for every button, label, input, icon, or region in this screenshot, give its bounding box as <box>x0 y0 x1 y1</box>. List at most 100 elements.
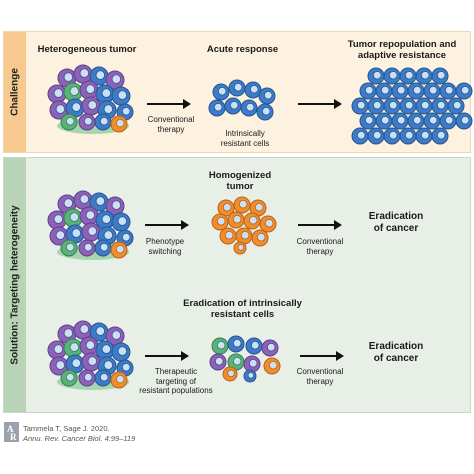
cell <box>423 82 441 100</box>
cell <box>110 371 128 389</box>
cell <box>89 192 109 212</box>
cell <box>110 241 128 259</box>
credit-journal: Annu. Rev. Cancer Biol. 4:99–119 <box>23 434 136 443</box>
homogenized-tumor-cluster <box>211 196 277 255</box>
cell <box>105 196 125 216</box>
cell <box>65 354 85 374</box>
eradication-resistant-label: Eradication of intrinsically resistant c… <box>183 298 302 320</box>
cell <box>391 82 409 100</box>
cell <box>211 337 229 355</box>
eradication-label-1: Eradication of cancer <box>368 211 424 234</box>
cell <box>359 112 377 130</box>
resistant-cells-label: Intrinsically resistant cells <box>220 129 270 148</box>
conventional-therapy-label: Conventional therapy <box>147 115 195 134</box>
cell <box>399 127 417 145</box>
cell <box>79 336 99 356</box>
arrow-conventional-1 <box>298 220 342 230</box>
cell <box>383 67 401 85</box>
cell <box>383 97 401 115</box>
cell <box>73 320 93 340</box>
cell <box>111 212 131 232</box>
cell <box>367 97 385 115</box>
cell <box>89 322 109 342</box>
svg-text:A: A <box>7 424 14 434</box>
cell <box>375 82 393 100</box>
cell <box>47 84 67 104</box>
cell <box>105 326 125 346</box>
cell <box>111 86 131 106</box>
cell <box>78 113 96 131</box>
targeted-mixed-cells-cluster <box>209 335 281 383</box>
annual-reviews-logo: A R <box>4 422 19 442</box>
cell <box>439 82 457 100</box>
cell <box>351 97 369 115</box>
arrow-challenge-1 <box>147 99 191 109</box>
cell <box>81 222 101 242</box>
heterogeneous-tumor-cluster-3 <box>47 320 134 390</box>
challenge-side-tab: Challenge <box>4 32 26 152</box>
cell <box>116 359 134 377</box>
cell <box>57 194 77 214</box>
repopulation-cluster <box>351 67 473 145</box>
cell <box>415 127 433 145</box>
cell <box>73 64 93 84</box>
cell <box>224 97 242 115</box>
heterogeneous-tumor-cluster-2 <box>47 190 134 260</box>
cell <box>259 215 277 233</box>
cell <box>439 112 457 130</box>
cell <box>95 84 115 104</box>
cell <box>261 339 279 357</box>
cell <box>95 340 115 360</box>
cell <box>431 67 449 85</box>
cell <box>208 99 226 117</box>
conventional-therapy-label-3: Conventional therapy <box>296 367 344 386</box>
cell <box>63 338 83 358</box>
heterogeneous-tumor-cluster <box>47 64 134 134</box>
solution-side-tab: Solution: Targeting heterogeneity <box>4 158 26 412</box>
cell <box>243 212 261 230</box>
cell <box>211 213 229 231</box>
cell <box>233 241 247 255</box>
svg-text:R: R <box>10 432 17 442</box>
cell <box>245 337 263 355</box>
cell <box>431 127 449 145</box>
arrow-therapeutic <box>145 351 189 361</box>
cell <box>256 103 274 121</box>
cell <box>375 112 393 130</box>
therapeutic-targeting-label: Therapeutic targeting of resistant popul… <box>139 367 213 395</box>
cell <box>399 97 417 115</box>
cell <box>359 82 377 100</box>
cell <box>78 239 96 257</box>
challenge-side-label: Challenge <box>9 68 21 116</box>
cell <box>233 196 251 214</box>
cell <box>60 239 78 257</box>
cell <box>263 357 281 375</box>
cell <box>367 67 385 85</box>
cell <box>94 113 112 131</box>
acute-response-label: Acute response <box>206 44 279 55</box>
cell <box>209 353 227 371</box>
cell <box>407 82 425 100</box>
cell <box>423 112 441 130</box>
cell <box>222 366 238 382</box>
resistant-cells-cluster <box>208 79 276 121</box>
cell <box>367 127 385 145</box>
cell <box>391 112 409 130</box>
cell <box>415 67 433 85</box>
eradication-label-2: Eradication of cancer <box>368 341 424 364</box>
cell <box>431 97 449 115</box>
cell <box>227 335 245 353</box>
cell <box>399 67 417 85</box>
cell <box>243 355 261 373</box>
cell <box>240 99 258 117</box>
cell <box>111 342 131 362</box>
cell <box>79 80 99 100</box>
cell <box>49 356 69 376</box>
cell <box>95 210 115 230</box>
cell <box>212 83 230 101</box>
cell <box>79 206 99 226</box>
cell <box>235 227 253 245</box>
homogenized-tumor-label: Homogenized tumor <box>208 170 272 192</box>
cell <box>63 82 83 102</box>
cell <box>47 340 67 360</box>
